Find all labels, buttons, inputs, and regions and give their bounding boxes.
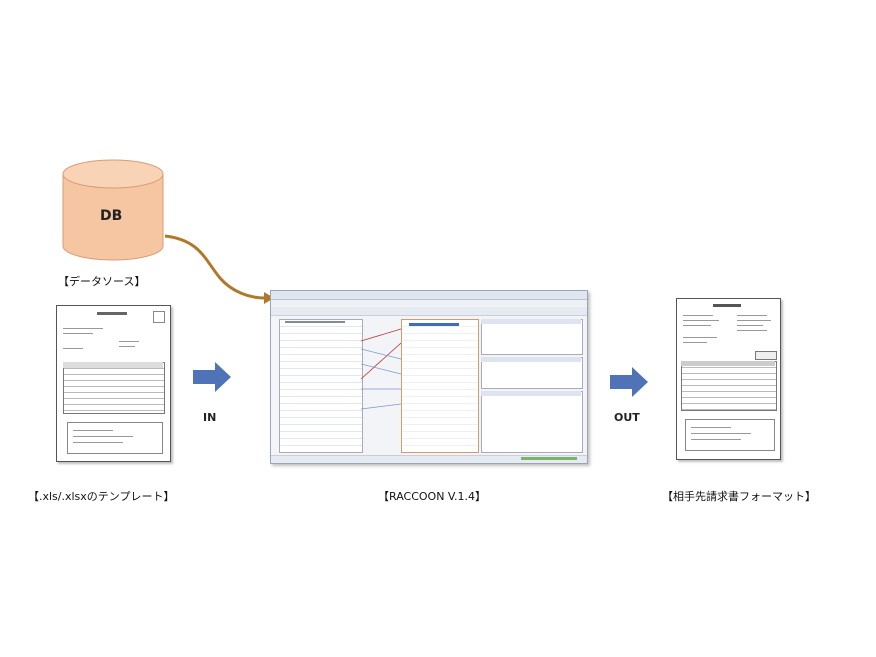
right-arrow-icon (610, 367, 648, 397)
template-document (56, 305, 171, 462)
database-icon (62, 159, 164, 261)
output-caption: 【相手先請求書フォーマット】 (662, 490, 816, 503)
curved-arrow-icon (164, 234, 274, 304)
output-invoice-document (676, 298, 781, 460)
raccoon-caption: 【RACCOON V.1.4】 (378, 490, 487, 503)
right-arrow-icon (193, 362, 231, 392)
data-source-caption: 【データソース】 (58, 275, 146, 288)
database-label: DB (100, 208, 123, 224)
out-label: OUT (614, 411, 640, 424)
raccoon-app-window (270, 290, 588, 464)
in-label: IN (203, 411, 217, 424)
template-caption: 【.xls/.xlsxのテンプレート】 (28, 490, 175, 503)
